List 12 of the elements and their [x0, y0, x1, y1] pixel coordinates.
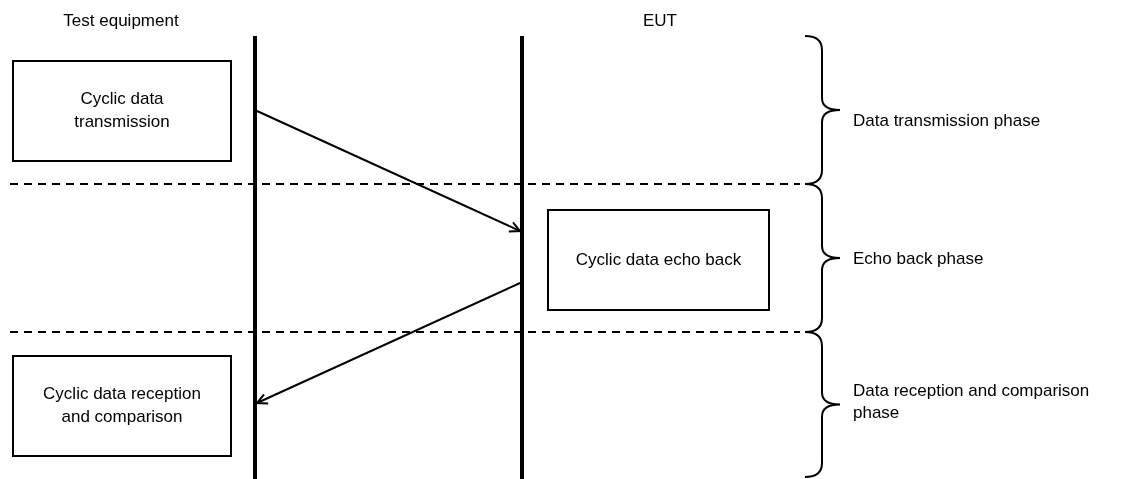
column-heading: Test equipment — [62, 10, 180, 32]
arrow — [256, 110, 521, 233]
process-box: Cyclic data echo back — [547, 209, 770, 311]
arrow — [256, 282, 521, 405]
phase-label: Data reception and comparison phase — [853, 380, 1091, 425]
process-box: Cyclic data reception and comparison — [12, 355, 232, 457]
lifeline — [253, 36, 257, 479]
lifeline — [520, 36, 524, 479]
phase-label: Echo back phase — [853, 248, 985, 270]
phase-label: Data transmission phase — [853, 110, 1042, 132]
process-box: Cyclic data transmission — [12, 60, 232, 162]
column-heading: EUT — [642, 10, 678, 32]
